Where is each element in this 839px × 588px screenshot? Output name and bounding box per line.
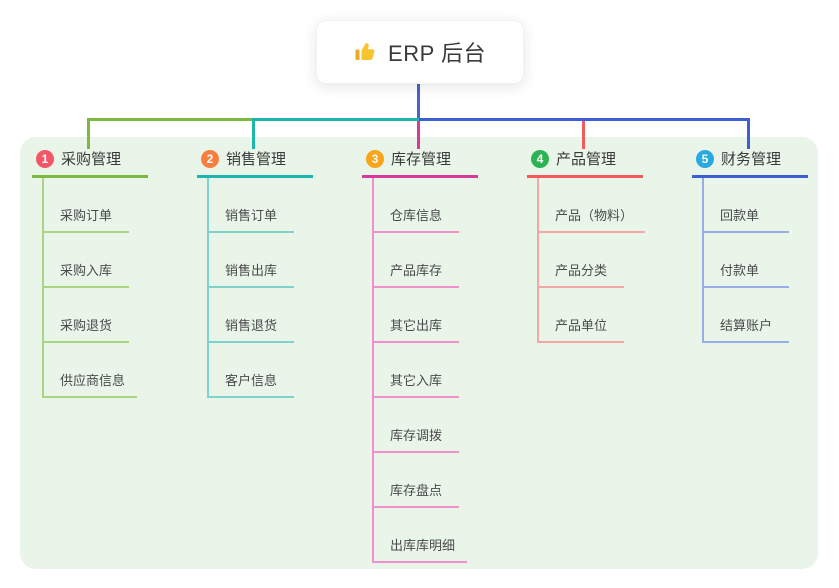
child-node[interactable]: 仓库信息 <box>374 205 459 233</box>
child-row: 仓库信息 <box>374 178 522 233</box>
child-row: 产品分类 <box>539 233 687 288</box>
thumbs-up-icon <box>354 40 378 64</box>
child-row: 产品（物料） <box>539 178 687 233</box>
child-node[interactable]: 其它出库 <box>374 315 459 343</box>
branch-node[interactable]: 2 销售管理 <box>197 148 313 178</box>
child-node[interactable]: 客户信息 <box>209 370 294 398</box>
child-node[interactable]: 出库库明细 <box>374 535 468 563</box>
child-node[interactable]: 产品库存 <box>374 260 459 288</box>
child-node[interactable]: 销售出库 <box>209 260 294 288</box>
child-row: 销售订单 <box>209 178 357 233</box>
branch-children: 回款单付款单结算账户 <box>702 178 839 343</box>
child-node[interactable]: 产品（物料） <box>539 205 646 233</box>
branch-node[interactable]: 1 采购管理 <box>32 148 148 178</box>
branch-number-badge: 4 <box>531 149 549 168</box>
connector-line <box>417 121 420 149</box>
child-node[interactable]: 采购入库 <box>44 260 129 288</box>
branch-group-background <box>20 137 818 569</box>
root-stem-line <box>417 84 420 118</box>
child-row: 采购订单 <box>44 178 192 233</box>
child-node[interactable]: 销售退货 <box>209 315 294 343</box>
branch-3: 3 库存管理仓库信息产品库存其它出库其它入库库存调拨库存盘点出库库明细 <box>362 148 522 563</box>
branch-number-badge: 2 <box>201 149 219 168</box>
branch-number-badge: 3 <box>366 149 384 168</box>
child-node[interactable]: 采购退货 <box>44 315 129 343</box>
child-row: 产品单位 <box>539 288 687 343</box>
branch-node[interactable]: 4 产品管理 <box>527 148 643 178</box>
root-node[interactable]: ERP 后台 <box>316 20 524 84</box>
connector-line <box>418 118 750 121</box>
child-row: 采购退货 <box>44 288 192 343</box>
branch-1: 1 采购管理采购订单采购入库采购退货供应商信息 <box>32 148 192 398</box>
child-row: 销售退货 <box>209 288 357 343</box>
child-row: 回款单 <box>704 178 839 233</box>
connector-line <box>747 121 750 149</box>
branch-label: 库存管理 <box>391 151 452 168</box>
branch-children: 仓库信息产品库存其它出库其它入库库存调拨库存盘点出库库明细 <box>372 178 522 563</box>
child-node[interactable]: 产品分类 <box>539 260 624 288</box>
branch-5: 5 财务管理回款单付款单结算账户 <box>692 148 839 343</box>
branch-children: 采购订单采购入库采购退货供应商信息 <box>42 178 192 398</box>
child-node[interactable]: 采购订单 <box>44 205 129 233</box>
child-row: 客户信息 <box>209 343 357 398</box>
connector-line <box>87 121 90 149</box>
child-node[interactable]: 库存调拨 <box>374 425 459 453</box>
child-row: 销售出库 <box>209 233 357 288</box>
child-node[interactable]: 供应商信息 <box>44 370 138 398</box>
branch-label: 产品管理 <box>556 151 617 168</box>
branch-node[interactable]: 5 财务管理 <box>692 148 808 178</box>
connector-line <box>252 118 422 121</box>
branch-children: 销售订单销售出库销售退货客户信息 <box>207 178 357 398</box>
connector-line <box>252 121 255 149</box>
child-node[interactable]: 回款单 <box>704 205 789 233</box>
child-row: 库存盘点 <box>374 453 522 508</box>
branch-node[interactable]: 3 库存管理 <box>362 148 478 178</box>
child-node[interactable]: 库存盘点 <box>374 480 459 508</box>
child-row: 出库库明细 <box>374 508 522 563</box>
branch-number-badge: 1 <box>36 149 54 168</box>
child-row: 付款单 <box>704 233 839 288</box>
branch-4: 4 产品管理产品（物料） 产品分类产品单位 <box>527 148 687 343</box>
connector-line <box>582 121 585 149</box>
connector-line <box>87 118 255 121</box>
branch-2: 2 销售管理销售订单销售出库销售退货客户信息 <box>197 148 357 398</box>
child-node[interactable]: 其它入库 <box>374 370 459 398</box>
child-node[interactable]: 付款单 <box>704 260 789 288</box>
branch-label: 销售管理 <box>226 151 287 168</box>
child-row: 采购入库 <box>44 233 192 288</box>
child-row: 供应商信息 <box>44 343 192 398</box>
branch-number-badge: 5 <box>696 149 714 168</box>
child-row: 产品库存 <box>374 233 522 288</box>
child-node[interactable]: 销售订单 <box>209 205 294 233</box>
root-title: ERP 后台 <box>388 41 486 66</box>
child-row: 其它出库 <box>374 288 522 343</box>
branch-label: 财务管理 <box>721 151 782 168</box>
child-row: 库存调拨 <box>374 398 522 453</box>
child-node[interactable]: 产品单位 <box>539 315 624 343</box>
child-row: 其它入库 <box>374 343 522 398</box>
child-node[interactable]: 结算账户 <box>704 315 789 343</box>
child-row: 结算账户 <box>704 288 839 343</box>
branch-children: 产品（物料） 产品分类产品单位 <box>537 178 687 343</box>
branch-label: 采购管理 <box>61 151 122 168</box>
